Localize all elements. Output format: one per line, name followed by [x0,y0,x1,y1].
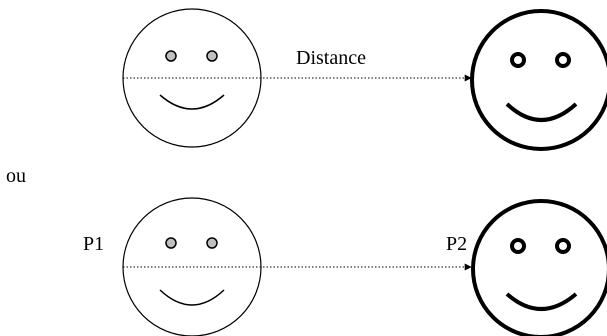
top-left-left-eye [165,50,177,62]
bottom-right-face [471,199,607,336]
bottom-left-smiley-icon [122,197,262,336]
top-right-face [470,9,607,151]
bottom-right-smiley-icon [471,199,607,336]
top-right-smiley-icon [470,9,607,151]
top-left-smiley-icon [122,8,262,148]
top-row: Distance [122,8,607,151]
bottom-left-face [122,197,262,336]
top-left-right-eye [206,50,218,62]
bottom-left-mouth [159,289,225,306]
start-point-label: P1 [83,233,104,255]
bottom-left-left-eye [165,237,177,249]
bottom-left-right-eye [206,237,218,249]
bottom-right-left-eye [510,238,526,254]
top-right-mouth [505,102,578,122]
connector-word: ou [6,165,26,187]
bottom-right-mouth [505,292,578,311]
end-point-label: P2 [446,233,467,255]
top-left-face [122,8,262,148]
distance-label: Distance [296,47,366,69]
top-left-mouth [159,94,225,110]
bottom-right-right-eye [555,238,571,254]
bottom-row: P1 P2 [83,197,607,336]
top-right-left-eye [510,52,526,68]
top-right-right-eye [555,52,571,68]
